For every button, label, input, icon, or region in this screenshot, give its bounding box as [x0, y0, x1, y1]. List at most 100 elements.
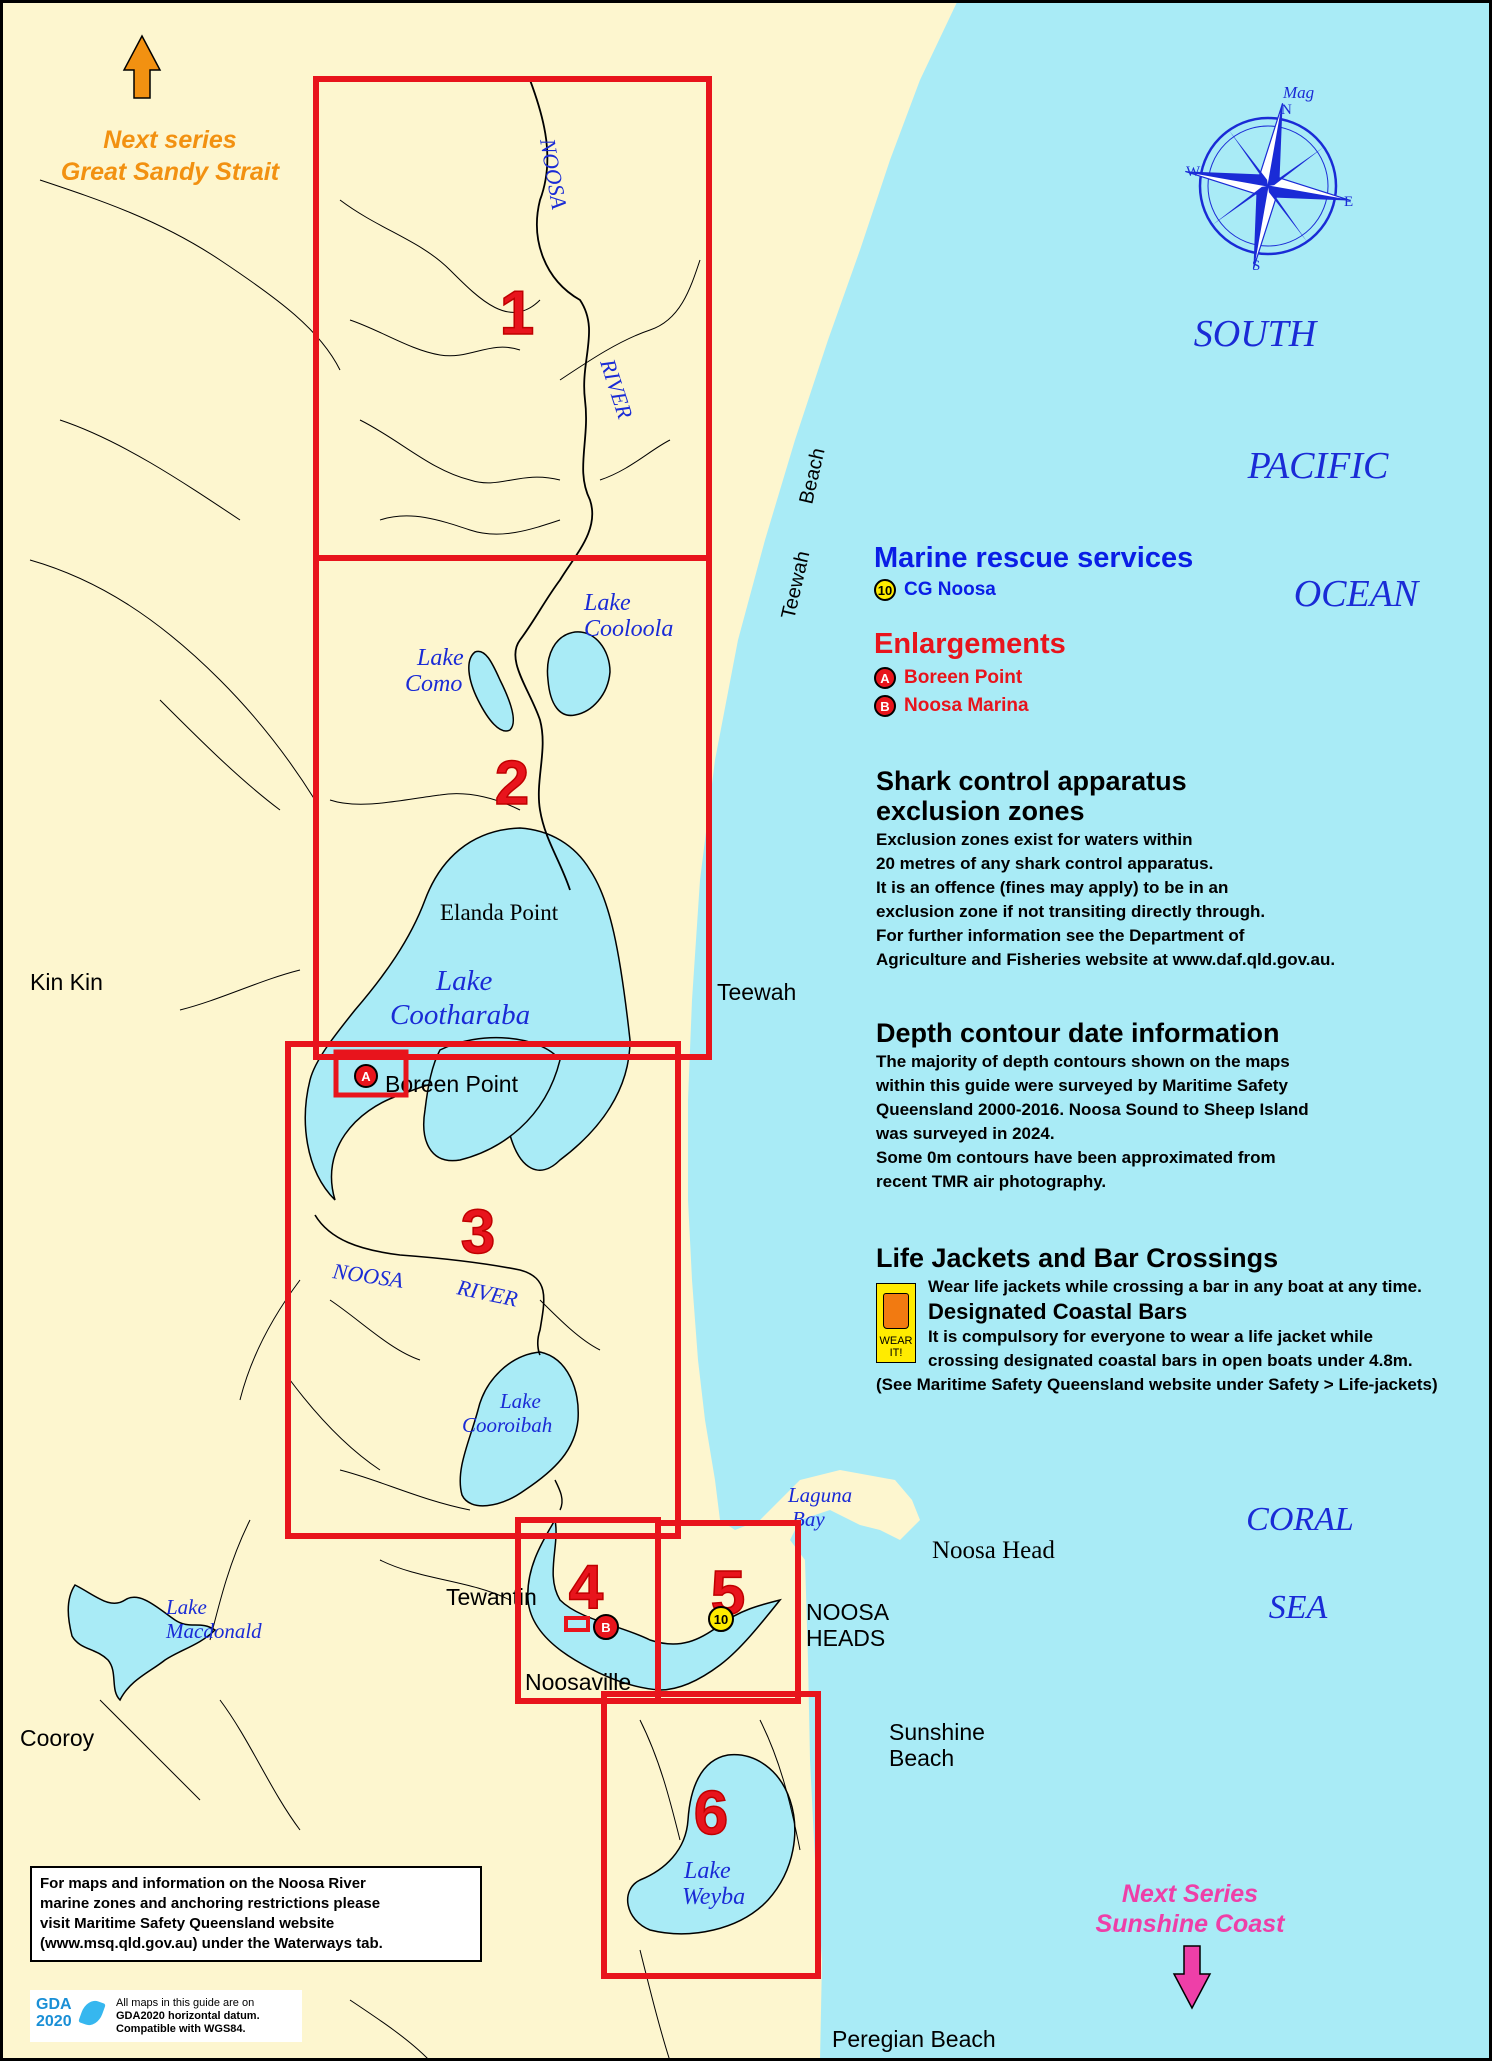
label-lake-como-2: Como: [405, 671, 462, 697]
legend-marine-rescue-title: Marine rescue services: [874, 542, 1194, 574]
ocean-area: [688, 0, 1492, 2061]
shark-line: For further information see the Departme…: [876, 926, 1245, 945]
legend-life-jackets: Life Jackets and Bar Crossings WEAR IT! …: [876, 1243, 1476, 1397]
wear-it-text-2: IT!: [889, 1347, 903, 1359]
label-cooroy: Cooroy: [20, 1725, 95, 1751]
south-series-arrow-icon: [1172, 1945, 1212, 2010]
enlargement-a-badge-icon: A: [874, 667, 896, 689]
north-series-line1: Next series: [103, 126, 237, 154]
label-lake-macdonald-1: Lake: [165, 1595, 207, 1619]
lake-cooroibah: [459, 1351, 579, 1507]
legend-enlargements: Enlargements A Boreen Point B Noosa Mari…: [874, 628, 1066, 717]
label-lake-cootharaba-1: Lake: [435, 965, 493, 997]
label-lake-macdonald-2: Macdonald: [165, 1619, 262, 1643]
grid-cell-5: [655, 1520, 801, 1704]
gda-line-1: All maps in this guide are on: [116, 1996, 255, 2009]
ocean-label-south: SOUTH: [1194, 313, 1319, 355]
label-lake-weyba-1: Lake: [683, 1858, 731, 1884]
legend-enlargement-b-label: Noosa Marina: [904, 695, 1029, 716]
shark-title-2: exclusion zones: [876, 796, 1085, 826]
label-sunshine-beach-1: Sunshine: [889, 1719, 985, 1745]
info-line: visit Maritime Safety Queensland website: [40, 1915, 335, 1932]
gda-line-2: GDA2020 horizontal datum.: [116, 2009, 260, 2022]
shark-line: 20 metres of any shark control apparatus…: [876, 854, 1214, 873]
enlargement-box-a: [333, 1049, 409, 1098]
ocean-label-coral: CORAL: [1246, 1501, 1354, 1538]
label-lake-cooroibah-1: Lake: [499, 1389, 541, 1413]
lifejackets-line2: It is compulsory for everyone to wear a …: [928, 1327, 1373, 1346]
grid-cell-6: [601, 1691, 821, 1979]
lifejackets-title: Life Jackets and Bar Crossings: [876, 1243, 1279, 1273]
compass-mag-label: Mag: [1282, 83, 1314, 102]
depth-line: Queensland 2000-2016. Noosa Sound to She…: [876, 1100, 1309, 1119]
depth-title: Depth contour date information: [876, 1018, 1280, 1048]
north-series-arrow-icon: [122, 34, 162, 99]
depth-line: The majority of depth contours shown on …: [876, 1052, 1290, 1071]
lake-weyba: [626, 1753, 796, 1935]
compass-w-label: W: [1186, 164, 1201, 180]
wear-it-lifejacket-icon: WEAR IT!: [876, 1283, 916, 1363]
creek-lines: [29, 179, 801, 2061]
depth-line: recent TMR air photography.: [876, 1172, 1107, 1191]
legend-rescue-label: CG Noosa: [904, 579, 996, 600]
designated-bars-title: Designated Coastal Bars: [928, 1299, 1188, 1324]
compass-n-label: N: [1281, 102, 1292, 118]
noosa-river-info-box: For maps and information on the Noosa Ri…: [30, 1866, 482, 1962]
shark-line: exclusion zone if not transiting directl…: [876, 902, 1266, 921]
legend-shark-control: Shark control apparatus exclusion zones …: [876, 766, 1476, 972]
enlargement-box-b: [564, 1616, 590, 1632]
noosa-river-upper: [514, 79, 594, 891]
enlargement-b-badge-icon: B: [874, 695, 896, 717]
south-series-line2: Sunshine Coast: [1096, 1910, 1287, 1938]
marker-enlargement-a: A: [354, 1064, 378, 1088]
ocean-label-pacific: PACIFIC: [1247, 445, 1389, 487]
noosa-river-channel: [554, 1479, 563, 1511]
svg-text:B: B: [601, 1620, 610, 1635]
svg-text:A: A: [361, 1069, 371, 1084]
lake-cootharaba-lower: [423, 1036, 561, 1162]
label-lake-como-1: Lake: [416, 645, 464, 671]
info-line: For maps and information on the Noosa Ri…: [40, 1875, 366, 1892]
label-noosa-heads-1: NOOSA: [806, 1599, 890, 1625]
label-laguna-bay-1: Laguna: [787, 1483, 852, 1507]
ocean-labels: SOUTH PACIFIC OCEAN CORAL SEA: [1194, 313, 1421, 1626]
gda-logo-text-1: GDA: [36, 1996, 72, 2013]
grid-number-1: 1: [500, 279, 534, 348]
chart-grid: [285, 76, 821, 1979]
legend-marine-rescue: Marine rescue services 10 CG Noosa: [874, 542, 1193, 601]
grid-cell-2: [313, 555, 712, 1060]
lifejackets-line4: (See Maritime Safety Queensland website …: [876, 1375, 1438, 1394]
legend-depth-contour: Depth contour date information The major…: [876, 1018, 1476, 1194]
shark-line: Agriculture and Fisheries website at www…: [876, 950, 1336, 969]
ocean-label-ocean: OCEAN: [1294, 573, 1421, 615]
label-lake-cootharaba-2: Cootharaba: [390, 999, 530, 1031]
info-line: marine zones and anchoring restrictions …: [40, 1895, 381, 1912]
legend-rescue-item: 10 CG Noosa: [874, 579, 1193, 601]
svg-text:10: 10: [714, 1612, 728, 1627]
lifejackets-line3: crossing designated coastal bars in open…: [928, 1351, 1413, 1370]
noosa-estuary: [527, 1517, 782, 1691]
label-noosa-head: Noosa Head: [932, 1537, 1055, 1564]
compass-s-label: S: [1252, 258, 1260, 274]
marker-rescue-10: 10: [708, 1606, 734, 1632]
rescue-badge-icon: 10: [874, 579, 896, 601]
label-lake-cooroibah-2: Cooroibah: [462, 1413, 552, 1437]
south-series-line1: Next Series: [1122, 1880, 1258, 1908]
shark-line: It is an offence (fines may apply) to be…: [876, 878, 1229, 897]
grid-number-4: 4: [569, 1553, 604, 1622]
wear-it-text-1: WEAR: [879, 1335, 913, 1347]
gda-line-3: Compatible with WGS84.: [116, 2022, 246, 2035]
shark-line: Exclusion zones exist for waters within: [876, 830, 1193, 849]
label-tewantin: Tewantin: [446, 1584, 537, 1610]
label-lake-weyba-2: Weyba: [682, 1884, 745, 1910]
gda2020-badge: GDA 2020 All maps in this guide are on G…: [30, 1990, 302, 2042]
marker-enlargement-b: B: [593, 1614, 619, 1640]
north-series-line2: Great Sandy Strait: [61, 158, 281, 186]
shark-title-1: Shark control apparatus: [876, 766, 1187, 796]
label-teewah: Teewah: [717, 979, 796, 1005]
lake-macdonald: [67, 1584, 217, 1702]
info-line: (www.msq.qld.gov.au) under the Waterways…: [40, 1935, 383, 1952]
lifejackets-line1: Wear life jackets while crossing a bar i…: [928, 1277, 1422, 1296]
